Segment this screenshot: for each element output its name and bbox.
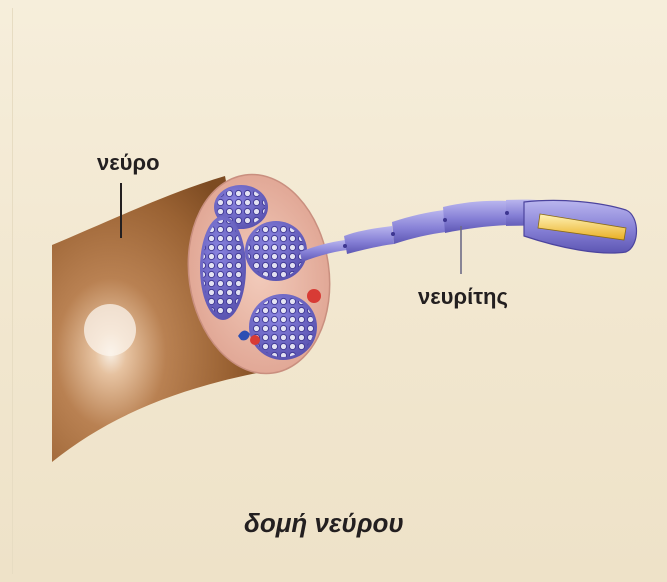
node-of-ranvier (343, 244, 347, 248)
neurite-segment (344, 226, 394, 254)
node-of-ranvier (391, 232, 395, 236)
fascicle-axons (248, 224, 304, 278)
fascicle-axons (203, 220, 243, 316)
neurite-segment (392, 210, 446, 244)
diagram-caption: δομή νεύρου (244, 508, 404, 539)
node-of-ranvier (443, 218, 447, 222)
neurite-label: νευρίτης (418, 284, 508, 310)
blood-vessel (307, 289, 321, 303)
node-of-ranvier (505, 211, 509, 215)
nerve-highlight (84, 304, 136, 356)
blood-vessel (250, 335, 260, 345)
neurite (300, 200, 637, 262)
nerve-label: νεύρο (97, 150, 160, 176)
neurite-segment (443, 201, 508, 233)
fascicle-axons (252, 297, 314, 357)
